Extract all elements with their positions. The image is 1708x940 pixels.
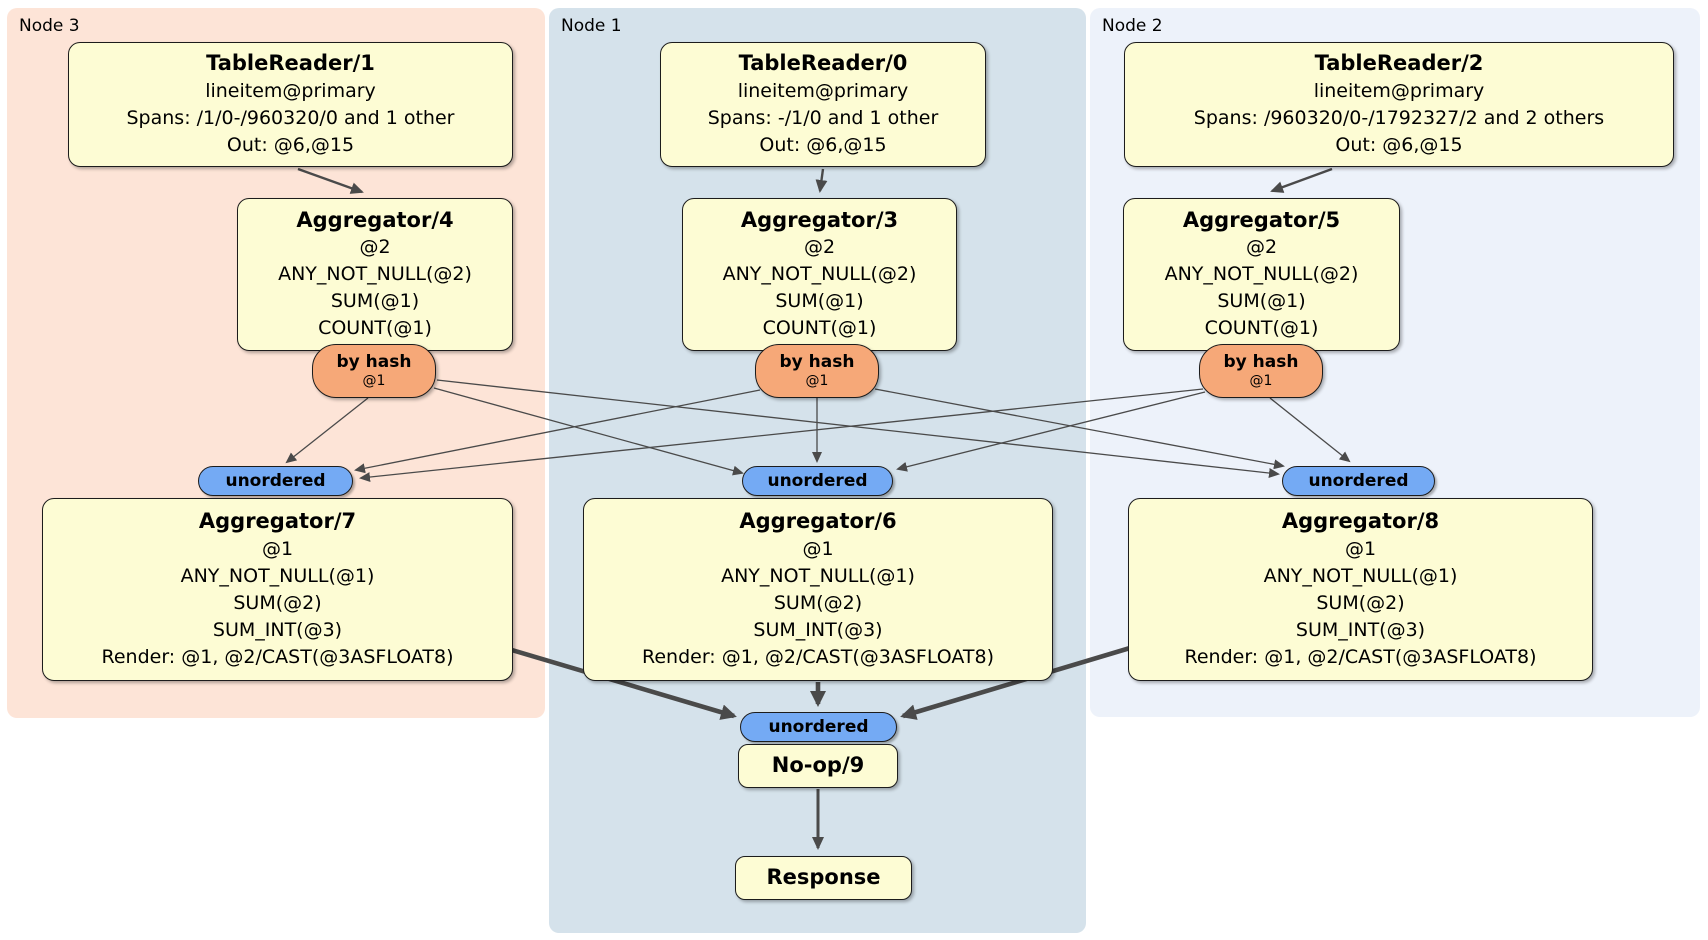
processor-detail: ANY_NOT_NULL(@2) xyxy=(278,263,472,286)
processor-detail: SUM_INT(@3) xyxy=(753,618,883,641)
processor-title: Aggregator/7 xyxy=(198,509,357,534)
processor-detail: lineitem@primary xyxy=(737,79,909,102)
processor-detail: lineitem@primary xyxy=(205,79,376,102)
processor-detail: Spans: /1/0-/960320/0 and 1 other xyxy=(126,106,455,129)
router-param: @1 xyxy=(362,372,386,389)
processor-detail: SUM(@1) xyxy=(775,290,864,313)
processor-aggregator-5: Aggregator/5 @2 ANY_NOT_NULL(@2) SUM(@1)… xyxy=(1123,198,1400,351)
processor-aggregator-8: Aggregator/8 @1 ANY_NOT_NULL(@1) SUM(@2)… xyxy=(1128,498,1593,681)
processor-detail: SUM_INT(@3) xyxy=(1295,618,1426,641)
sync-unordered-final: unordered xyxy=(740,712,897,742)
processor-detail: Out: @6,@15 xyxy=(759,133,887,156)
processor-detail: @2 xyxy=(1245,236,1278,259)
processor-title: Aggregator/6 xyxy=(739,509,897,534)
processor-detail: Spans: -/1/0 and 1 other xyxy=(707,106,939,129)
processor-detail: Render: @1, @2/CAST(@3ASFLOAT8) xyxy=(1184,645,1537,668)
processor-detail: SUM(@2) xyxy=(233,591,322,614)
router-param: @1 xyxy=(1249,372,1273,389)
node-panel-label: Node 1 xyxy=(561,16,622,36)
router-param: @1 xyxy=(805,372,829,389)
processor-title: TableReader/2 xyxy=(1314,51,1484,76)
processor-detail: @2 xyxy=(359,236,391,259)
router-label: by hash xyxy=(336,352,412,373)
processor-detail: lineitem@primary xyxy=(1313,79,1485,102)
processor-aggregator-4: Aggregator/4 @2 ANY_NOT_NULL(@2) SUM(@1)… xyxy=(237,198,513,351)
processor-detail: Spans: /960320/0-/1792327/2 and 2 others xyxy=(1193,106,1605,129)
router-by-hash-node2: by hash @1 xyxy=(1199,344,1323,398)
processor-title: No-op/9 xyxy=(771,753,865,778)
processor-title: TableReader/0 xyxy=(738,51,908,76)
processor-detail: SUM(@1) xyxy=(1217,290,1306,313)
processor-tablereader-2: TableReader/2 lineitem@primary Spans: /9… xyxy=(1124,42,1674,167)
processor-aggregator-7: Aggregator/7 @1 ANY_NOT_NULL(@1) SUM(@2)… xyxy=(42,498,513,681)
processor-detail: ANY_NOT_NULL(@1) xyxy=(1263,564,1458,587)
sync-unordered-node3: unordered xyxy=(198,466,353,496)
processor-title: Aggregator/4 xyxy=(296,207,454,232)
processor-tablereader-1: TableReader/1 lineitem@primary Spans: /1… xyxy=(68,42,513,167)
processor-detail: ANY_NOT_NULL(@2) xyxy=(722,263,917,286)
processor-detail: @2 xyxy=(803,236,836,259)
processor-noop-9: No-op/9 xyxy=(738,744,898,788)
router-by-hash-node3: by hash @1 xyxy=(312,344,436,398)
processor-detail: SUM(@2) xyxy=(1316,591,1405,614)
processor-detail: @1 xyxy=(802,537,834,560)
processor-detail: Render: @1, @2/CAST(@3ASFLOAT8) xyxy=(101,645,454,668)
processor-title: Aggregator/8 xyxy=(1281,509,1440,534)
processor-detail: ANY_NOT_NULL(@1) xyxy=(180,564,375,587)
processor-detail: SUM(@1) xyxy=(330,290,420,313)
processor-detail: ANY_NOT_NULL(@1) xyxy=(721,564,915,587)
processor-detail: Render: @1, @2/CAST(@3ASFLOAT8) xyxy=(642,645,994,668)
sync-unordered-node2: unordered xyxy=(1282,466,1435,496)
processor-detail: SUM_INT(@3) xyxy=(212,618,343,641)
processor-title: TableReader/1 xyxy=(206,51,375,76)
processor-title: Aggregator/5 xyxy=(1182,207,1341,232)
processor-detail: SUM(@2) xyxy=(773,591,863,614)
processor-aggregator-3: Aggregator/3 @2 ANY_NOT_NULL(@2) SUM(@1)… xyxy=(682,198,957,351)
processor-aggregator-6: Aggregator/6 @1 ANY_NOT_NULL(@1) SUM(@2)… xyxy=(583,498,1053,681)
processor-detail: COUNT(@1) xyxy=(762,317,877,340)
processor-tablereader-0: TableReader/0 lineitem@primary Spans: -/… xyxy=(660,42,986,167)
processor-response: Response xyxy=(735,856,912,900)
router-by-hash-node1: by hash @1 xyxy=(755,344,879,398)
processor-detail: ANY_NOT_NULL(@2) xyxy=(1164,263,1359,286)
node-panel-label: Node 3 xyxy=(19,16,80,36)
processor-detail: @1 xyxy=(1344,537,1377,560)
sync-unordered-node1: unordered xyxy=(742,466,893,496)
router-label: by hash xyxy=(779,352,855,373)
processor-detail: COUNT(@1) xyxy=(1204,317,1319,340)
processor-detail: Out: @6,@15 xyxy=(226,133,355,156)
node-panel-label: Node 2 xyxy=(1102,16,1163,36)
processor-title: Response xyxy=(766,865,881,890)
processor-detail: COUNT(@1) xyxy=(318,317,432,340)
processor-detail: @1 xyxy=(261,537,294,560)
processor-detail: Out: @6,@15 xyxy=(1335,133,1463,156)
router-label: by hash xyxy=(1223,352,1299,373)
processor-title: Aggregator/3 xyxy=(740,207,899,232)
